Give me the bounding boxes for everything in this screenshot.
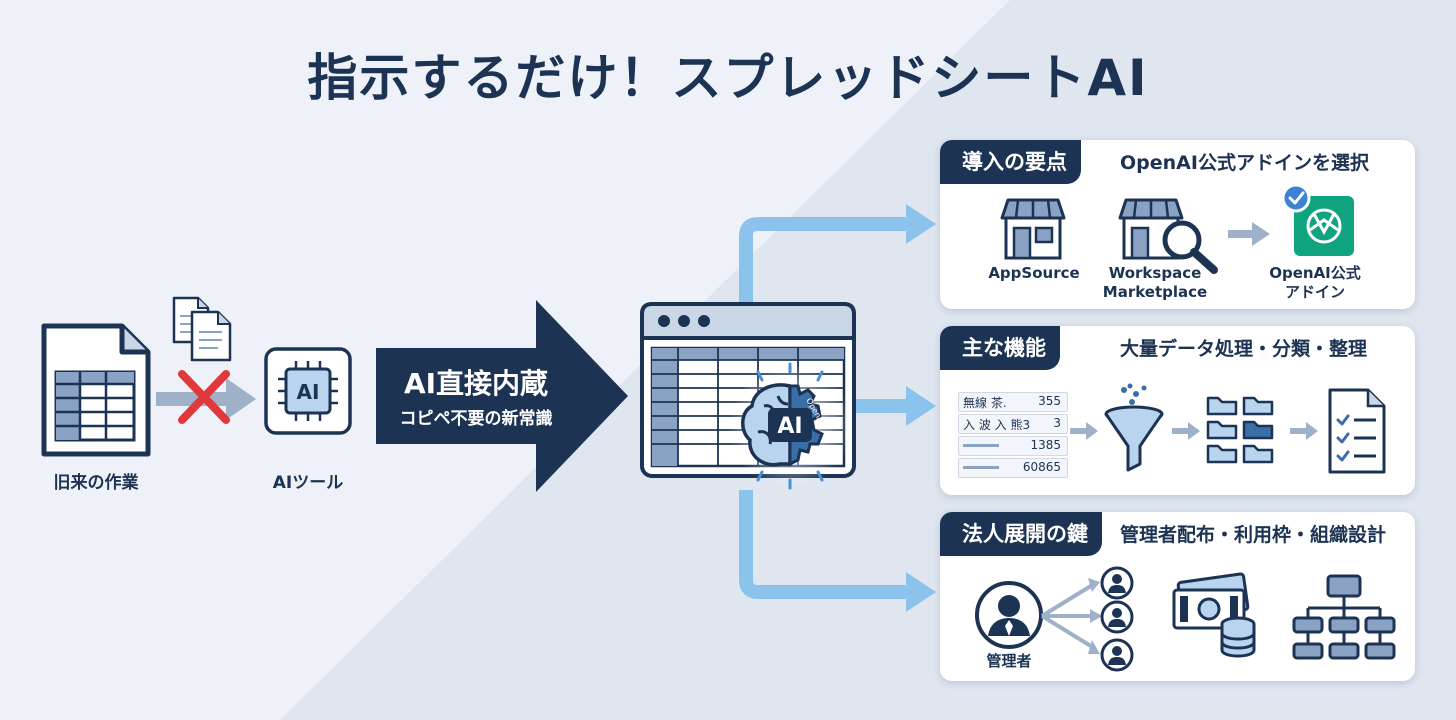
admin-label: 管理者: [986, 652, 1032, 670]
folders-icon: [1206, 396, 1274, 464]
panel-3-tab: 法人展開の鍵: [940, 512, 1102, 556]
funnel-icon: [1104, 383, 1164, 472]
admin-avatar-icon: [975, 581, 1043, 649]
big-arrow-shape: [376, 300, 628, 492]
workspace-marketplace-label: Workspace Marketplace: [1102, 264, 1208, 301]
right-arrow-icon: [1228, 222, 1270, 246]
ai-chip-icon: AI: [264, 347, 352, 435]
distribution-arrows: [1040, 578, 1102, 654]
money-database-icon: [1172, 572, 1256, 658]
connector-arrows: [739, 204, 936, 612]
ai-brain-gear-icon: AI OpenAI: [728, 362, 852, 490]
right-arrow-icon: [1290, 422, 1318, 440]
copy-documents-icon: [172, 296, 232, 362]
data-row: 無線 茶.355: [958, 392, 1068, 412]
panel-deployment-points: 導入の要点 OpenAI公式アドインを選択 AppSource Workspac…: [940, 140, 1415, 309]
data-row: 60865: [958, 458, 1068, 478]
panel-2-tab: 主な機能: [940, 326, 1060, 370]
appsource-label: AppSource: [988, 264, 1080, 282]
user-icon: [1100, 600, 1134, 634]
user-icon: [1100, 638, 1134, 672]
big-arrow-headline: AI直接内蔵: [403, 367, 549, 400]
panel-enterprise-keys: 法人展開の鍵 管理者配布・利用枠・組織設計 管理者: [940, 512, 1415, 681]
spreadsheet-document-icon: [41, 323, 151, 457]
ai-chip-text: AI: [297, 380, 320, 404]
org-chart-icon: [1292, 574, 1396, 660]
page-title: 指示するだけ！スプレッドシートAI: [307, 49, 1149, 107]
data-row: 1385: [958, 436, 1068, 456]
openai-addin-label: OpenAI公式 アドイン: [1269, 264, 1361, 301]
workspace-marketplace-icon: [1118, 198, 1218, 274]
right-arrow-icon: [1070, 422, 1098, 440]
checklist-document-icon: [1328, 388, 1386, 474]
panel-1-tab: 導入の要点: [940, 140, 1081, 184]
openai-logo-icon: [1281, 183, 1354, 256]
panel-2-subtitle: 大量データ処理・分類・整理: [1120, 338, 1368, 360]
right-arrow-icon: [1172, 422, 1200, 440]
panel-1-subtitle: OpenAI公式アドインを選択: [1120, 152, 1369, 174]
panel-3-subtitle: 管理者配布・利用枠・組織設計: [1120, 524, 1387, 546]
appsource-store-icon: [1000, 198, 1066, 260]
big-arrow-subline: コピペ不要の新常識: [399, 409, 553, 429]
ai-tool-label: AIツール: [272, 473, 344, 493]
red-x-icon: [178, 370, 230, 424]
brain-ai-text: AI: [777, 414, 802, 439]
user-icon: [1100, 566, 1134, 600]
legacy-work-label: 旧来の作業: [53, 473, 139, 493]
